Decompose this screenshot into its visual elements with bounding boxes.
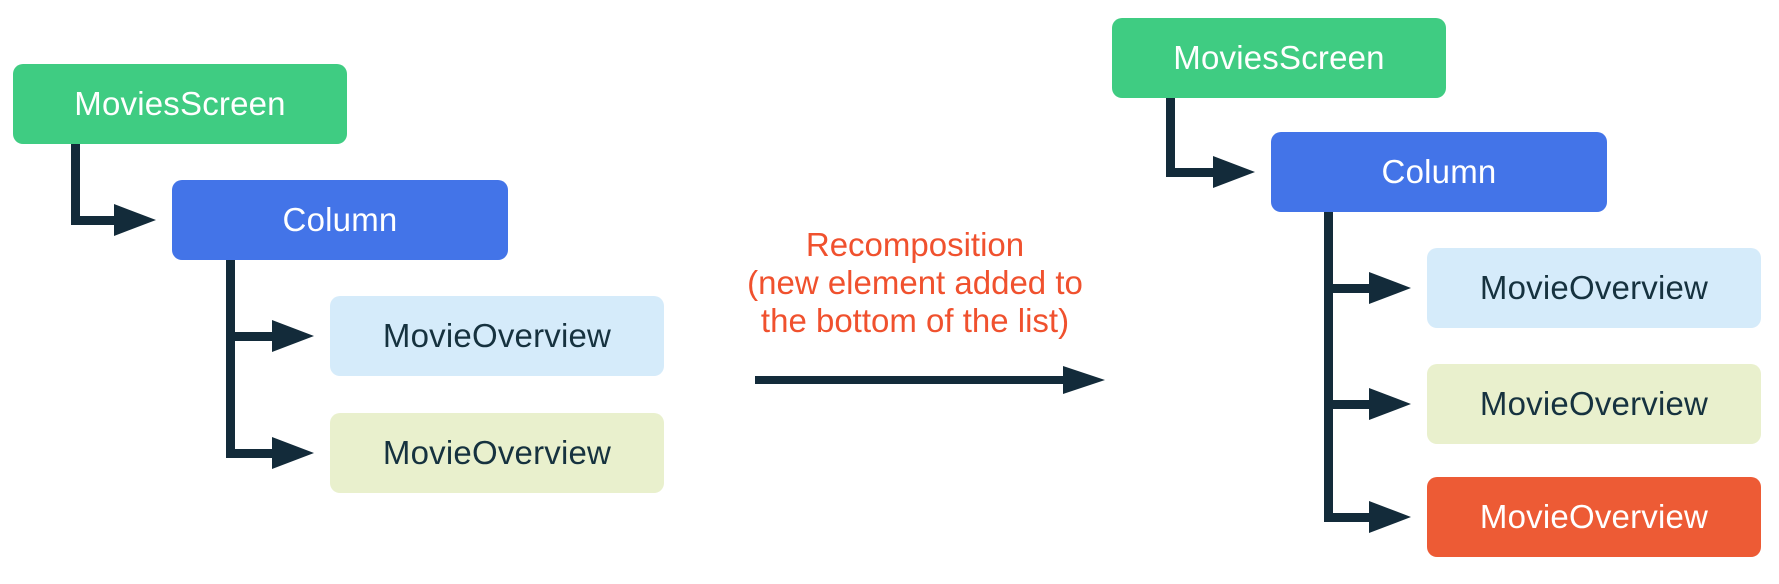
transition-arrow (755, 376, 1065, 384)
node-movieoverview-1: MovieOverview (330, 296, 664, 376)
arrowhead-icon (1213, 156, 1255, 188)
node-label: MovieOverview (1479, 269, 1709, 306)
connector-horizontal-line (226, 332, 274, 341)
node-movieoverview-3-new: MovieOverview (1427, 477, 1761, 557)
node-label: MovieOverview (1479, 385, 1709, 422)
node-label: Column (282, 201, 398, 238)
node-column: Column (1271, 132, 1607, 212)
arrowhead-icon (114, 204, 156, 236)
connector-vertical-line (1166, 98, 1175, 177)
connector-horizontal-line (1324, 284, 1369, 293)
node-moviesscreen: MoviesScreen (13, 64, 347, 144)
arrowhead-icon (272, 437, 314, 469)
node-label: MoviesScreen (74, 85, 286, 122)
node-label: MovieOverview (382, 434, 612, 471)
connector-horizontal-line (1166, 168, 1213, 177)
connector-horizontal-line (1324, 513, 1369, 522)
node-column: Column (172, 180, 508, 260)
arrowhead-icon (272, 320, 314, 352)
node-label: Column (1381, 153, 1497, 190)
node-movieoverview-2: MovieOverview (330, 413, 664, 493)
node-movieoverview-2: MovieOverview (1427, 364, 1761, 444)
connector-vertical-line (1324, 212, 1333, 522)
recomposition-caption: Recomposition (new element added to the … (747, 226, 1083, 339)
connector-vertical-line (226, 260, 235, 458)
connector-horizontal-line (71, 216, 116, 225)
arrowhead-icon (1369, 501, 1411, 533)
node-moviesscreen: MoviesScreen (1112, 18, 1446, 98)
node-movieoverview-1: MovieOverview (1427, 248, 1761, 328)
node-label: MovieOverview (382, 317, 612, 354)
node-label: MoviesScreen (1173, 39, 1385, 76)
connector-vertical-line (71, 144, 80, 225)
node-label: MovieOverview (1479, 498, 1709, 535)
arrowhead-icon (1369, 272, 1411, 304)
connector-horizontal-line (1324, 400, 1369, 409)
connector-horizontal-line (226, 449, 274, 458)
right-arrow-icon (1063, 366, 1105, 394)
arrowhead-icon (1369, 388, 1411, 420)
